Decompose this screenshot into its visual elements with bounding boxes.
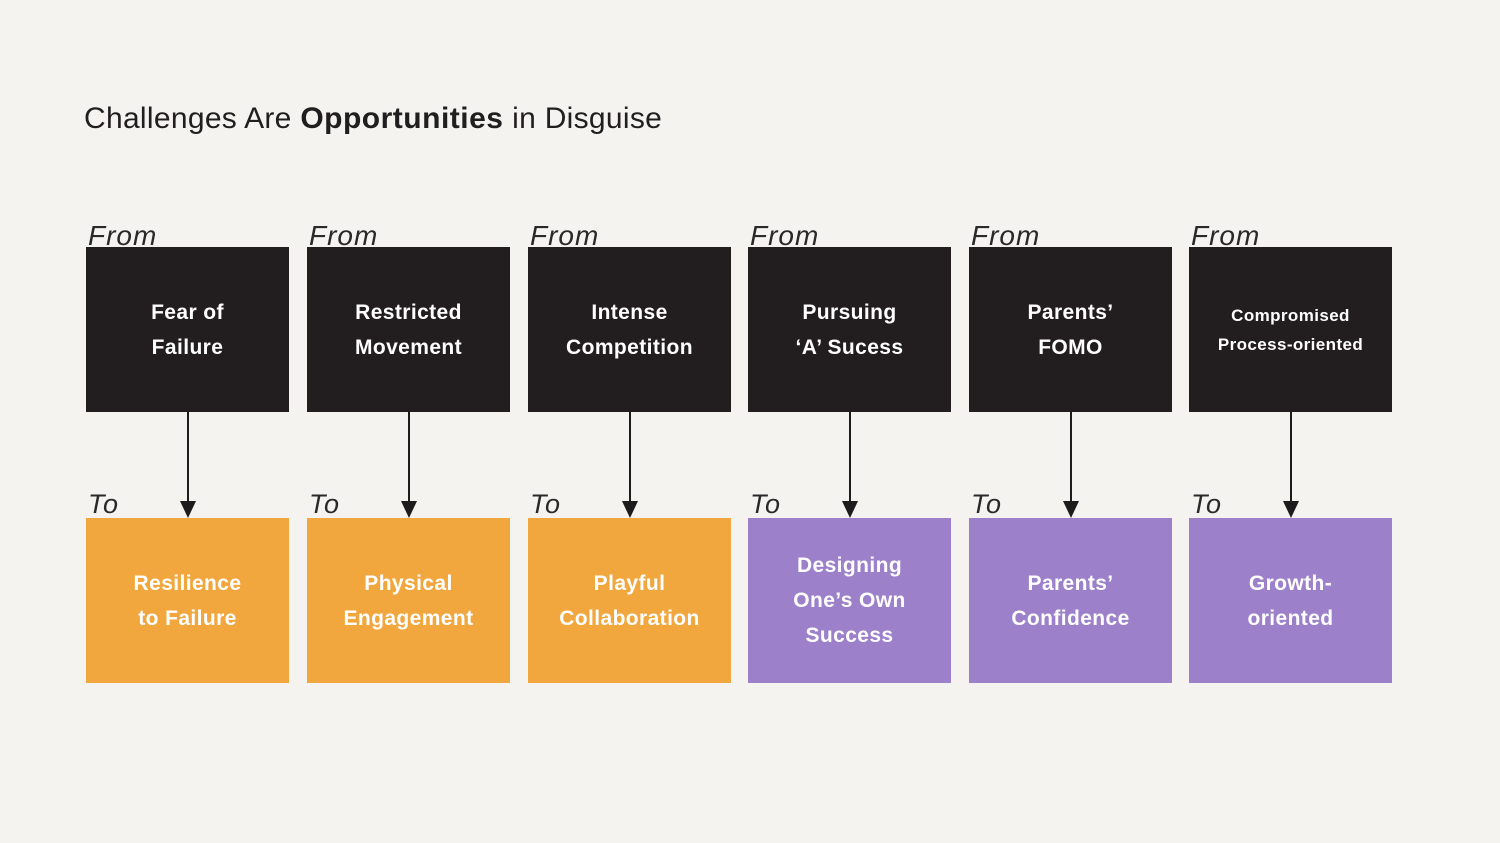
from-label: From xyxy=(530,220,600,251)
to-label: To xyxy=(88,489,120,519)
from-label: From xyxy=(88,220,158,251)
arrow-line xyxy=(628,412,631,504)
from-box-text: Pursuing xyxy=(802,300,897,324)
column-intense-competition: From Intense Competition To Playful Coll… xyxy=(528,220,731,683)
down-arrow xyxy=(1282,412,1299,518)
to-label: To xyxy=(530,489,562,519)
from-label: From xyxy=(971,220,1041,251)
arrowhead-icon xyxy=(621,501,638,518)
column-restricted-movement: From Restricted Movement To Physical Eng… xyxy=(307,220,510,683)
to-box-physical-engagement: Physical Engagement xyxy=(307,518,510,683)
from-box-text: Intense xyxy=(591,300,668,324)
arrowhead-icon xyxy=(179,501,196,518)
to-label: To xyxy=(971,489,1003,519)
column-parents-fomo: From Parents’ FOMO To Parents’ Confidenc… xyxy=(969,220,1172,683)
to-box-text: Parents’ xyxy=(1027,571,1114,595)
to-box-text: Collaboration xyxy=(559,606,700,630)
to-box-growth-oriented: Growth- oriented xyxy=(1189,518,1392,683)
arrow-line xyxy=(407,412,410,504)
down-arrow xyxy=(1062,412,1079,518)
from-box-text: FOMO xyxy=(1038,335,1103,359)
to-box-text: Confidence xyxy=(1011,606,1130,630)
from-box-fear-of-failure: Fear of Failure xyxy=(86,247,289,412)
from-box-intense-competition: Intense Competition xyxy=(528,247,731,412)
to-box-text: to Failure xyxy=(138,606,237,630)
down-arrow xyxy=(621,412,638,518)
arrow-line xyxy=(1289,412,1292,504)
down-arrow xyxy=(179,412,196,518)
from-box-parents-fomo: Parents’ FOMO xyxy=(969,247,1172,412)
arrow-line xyxy=(848,412,851,504)
to-box-designing-ones-own-success: Designing One’s Own Success xyxy=(748,518,951,683)
arrow-line xyxy=(1069,412,1072,504)
to-label: To xyxy=(750,489,782,519)
title-suffix: in Disguise xyxy=(503,102,663,136)
from-box-text: Movement xyxy=(354,335,463,359)
from-label: From xyxy=(750,220,820,251)
to-box-text: Physical xyxy=(364,571,453,595)
to-box-parents-confidence: Parents’ Confidence xyxy=(969,518,1172,683)
from-box-text: Compromised xyxy=(1231,305,1350,325)
to-box-text: Designing xyxy=(796,554,903,577)
to-box-text: Growth- xyxy=(1248,571,1333,595)
from-box-text: Parents’ xyxy=(1027,300,1114,324)
to-box-text: oriented xyxy=(1247,606,1334,630)
to-label: To xyxy=(309,489,341,519)
from-label: From xyxy=(1191,220,1261,251)
from-label: From xyxy=(309,220,379,251)
from-box-compromised-process-oriented: Compromised Process-oriented xyxy=(1189,247,1392,412)
title-prefix: Challenges Are xyxy=(84,102,301,136)
to-box-text: Resilience xyxy=(133,571,242,595)
arrowhead-icon xyxy=(1062,501,1079,518)
from-box-text: Failure xyxy=(151,335,224,359)
column-pursuing-a-sucess: From Pursuing ‘A’ Sucess To Designing On… xyxy=(748,220,951,683)
from-box-text: Fear of xyxy=(151,300,224,324)
title-highlight: Opportunities xyxy=(300,102,504,136)
from-box-text: Competition xyxy=(566,335,693,359)
arrowhead-icon xyxy=(1282,501,1299,518)
down-arrow xyxy=(841,412,858,518)
column-compromised-process-oriented: From Compromised Process-oriented To Gro… xyxy=(1189,220,1392,683)
from-box-text: ‘A’ Sucess xyxy=(795,335,904,359)
to-box-text: Playful xyxy=(593,571,666,595)
from-box-restricted-movement: Restricted Movement xyxy=(307,247,510,412)
to-box-text: Engagement xyxy=(343,606,474,630)
arrowhead-icon xyxy=(841,501,858,518)
to-label: To xyxy=(1191,489,1223,519)
down-arrow xyxy=(400,412,417,518)
arrowhead-icon xyxy=(400,501,417,518)
to-box-text: One’s Own xyxy=(793,589,906,612)
arrow-line xyxy=(186,412,189,504)
to-box-text: Success xyxy=(805,624,894,647)
to-box-playful-collaboration: Playful Collaboration xyxy=(528,518,731,683)
column-fear-of-failure: From Fear of Failure To Resilience to Fa… xyxy=(86,220,289,683)
from-box-text: Restricted xyxy=(355,300,462,324)
from-box-pursuing-a-sucess: Pursuing ‘A’ Sucess xyxy=(748,247,951,412)
page-title: Challenges Are Opportunities in Disguise xyxy=(84,102,662,136)
to-box-resilience-to-failure: Resilience to Failure xyxy=(86,518,289,683)
from-box-text: Process-oriented xyxy=(1217,334,1364,354)
